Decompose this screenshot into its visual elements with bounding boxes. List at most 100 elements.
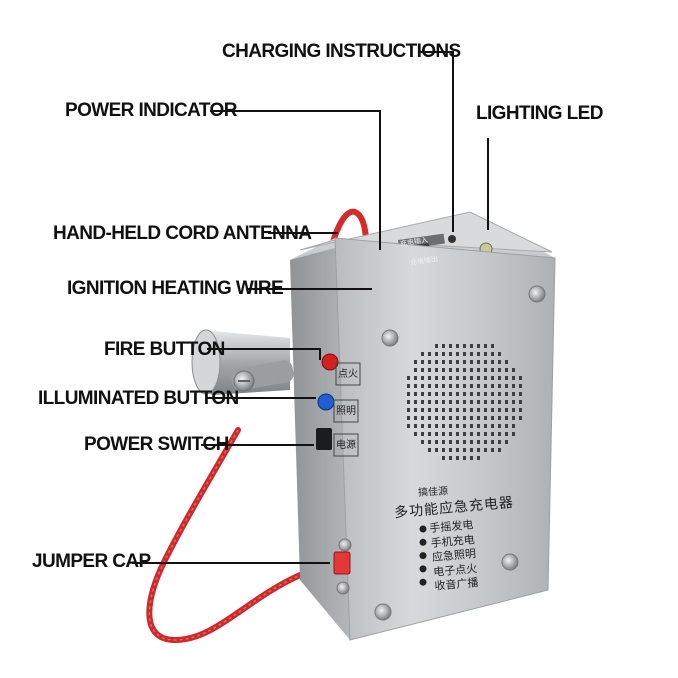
feature-bullet bbox=[419, 525, 427, 533]
grille-hole bbox=[519, 392, 522, 396]
grille-hole bbox=[484, 400, 487, 404]
feature-bullet bbox=[419, 578, 427, 586]
grille-hole bbox=[428, 368, 431, 372]
grille-hole bbox=[421, 352, 424, 356]
grille-hole bbox=[421, 384, 424, 388]
grille-hole bbox=[449, 392, 452, 396]
grille-hole bbox=[407, 376, 410, 380]
grille-hole bbox=[498, 352, 501, 356]
grille-hole bbox=[456, 344, 459, 348]
grille-hole bbox=[512, 392, 515, 396]
feature-bullets bbox=[419, 525, 427, 586]
grille-hole bbox=[498, 440, 501, 444]
grille-hole bbox=[428, 376, 431, 380]
grille-hole bbox=[498, 416, 501, 420]
grille-hole bbox=[407, 392, 410, 396]
grille-hole bbox=[491, 400, 494, 404]
grille-hole bbox=[421, 392, 424, 396]
grille-hole bbox=[442, 368, 445, 372]
grille-hole bbox=[484, 432, 487, 436]
grille-hole bbox=[435, 440, 438, 444]
grille-hole bbox=[421, 432, 424, 436]
grille-hole bbox=[477, 432, 480, 436]
grille-hole bbox=[435, 368, 438, 372]
grille-hole bbox=[498, 368, 501, 372]
grille-hole bbox=[449, 432, 452, 436]
grille-hole bbox=[505, 424, 508, 428]
grille-hole bbox=[484, 344, 487, 348]
grille-hole bbox=[477, 424, 480, 428]
grille-hole bbox=[484, 392, 487, 396]
grille-hole bbox=[519, 408, 522, 412]
grille-hole bbox=[435, 360, 438, 364]
grille-hole bbox=[414, 408, 417, 412]
grille-hole bbox=[498, 408, 501, 412]
grille-hole bbox=[484, 424, 487, 428]
grille-hole bbox=[421, 408, 424, 412]
grille-hole bbox=[449, 368, 452, 372]
grille-hole bbox=[435, 408, 438, 412]
grille-hole bbox=[463, 360, 466, 364]
grille-hole bbox=[484, 384, 487, 388]
grille-hole bbox=[442, 416, 445, 420]
grille-hole bbox=[449, 344, 452, 348]
grille-hole bbox=[463, 448, 466, 452]
callout-ignition-heating-wire: IGNITION HEATING WIRE bbox=[67, 278, 284, 299]
grille-hole bbox=[463, 408, 466, 412]
grille-hole bbox=[428, 384, 431, 388]
grille-hole bbox=[442, 448, 445, 452]
grille-hole bbox=[428, 416, 431, 420]
illuminated-button-graphic bbox=[317, 393, 335, 411]
grille-hole bbox=[435, 416, 438, 420]
crank-handle bbox=[191, 329, 294, 395]
grille-hole bbox=[463, 368, 466, 372]
grille-hole bbox=[449, 376, 452, 380]
callout-power-indicator: POWER INDICATOR bbox=[65, 100, 237, 121]
grille-hole bbox=[477, 400, 480, 404]
grille-hole bbox=[505, 368, 508, 372]
grille-hole bbox=[484, 360, 487, 364]
grille-hole bbox=[484, 440, 487, 444]
grille-hole bbox=[477, 440, 480, 444]
grille-hole bbox=[491, 440, 494, 444]
grille-hole bbox=[442, 344, 445, 348]
grille-hole bbox=[435, 392, 438, 396]
grille-hole bbox=[407, 416, 410, 420]
grille-hole bbox=[456, 368, 459, 372]
grille-hole bbox=[456, 424, 459, 428]
callout-fire-button: FIRE BUTTON bbox=[104, 339, 225, 360]
grille-hole bbox=[428, 392, 431, 396]
grille-hole bbox=[491, 368, 494, 372]
grille-hole bbox=[470, 456, 473, 460]
device-brand: 搞佳源 bbox=[417, 486, 449, 499]
grille-hole bbox=[456, 384, 459, 388]
grille-hole bbox=[449, 424, 452, 428]
grille-hole bbox=[470, 352, 473, 356]
grille-hole bbox=[463, 424, 466, 428]
jumper-cap-graphic bbox=[333, 551, 351, 575]
grille-hole bbox=[463, 416, 466, 420]
grille-hole bbox=[491, 360, 494, 364]
device-feature-list: 手摇发电 手机充电 应急照明 电子点火 收音广播 bbox=[429, 518, 479, 594]
grille-hole bbox=[442, 456, 445, 460]
grille-hole bbox=[414, 360, 417, 364]
grille-hole bbox=[470, 400, 473, 404]
grille-hole bbox=[477, 344, 480, 348]
grille-hole bbox=[491, 344, 494, 348]
grille-hole bbox=[421, 368, 424, 372]
grille-hole bbox=[498, 360, 501, 364]
grille-hole bbox=[512, 368, 515, 372]
grille-hole bbox=[519, 384, 522, 388]
grille-hole bbox=[421, 360, 424, 364]
grille-hole bbox=[435, 424, 438, 428]
grille-hole bbox=[449, 448, 452, 452]
grille-hole bbox=[442, 376, 445, 380]
side-label-fire: 点火 bbox=[338, 369, 358, 380]
grille-hole bbox=[414, 424, 417, 428]
grille-hole bbox=[484, 408, 487, 412]
grille-hole bbox=[512, 432, 515, 436]
grille-hole bbox=[428, 360, 431, 364]
grille-hole bbox=[428, 400, 431, 404]
grille-hole bbox=[519, 416, 522, 420]
front-screws bbox=[336, 285, 546, 621]
